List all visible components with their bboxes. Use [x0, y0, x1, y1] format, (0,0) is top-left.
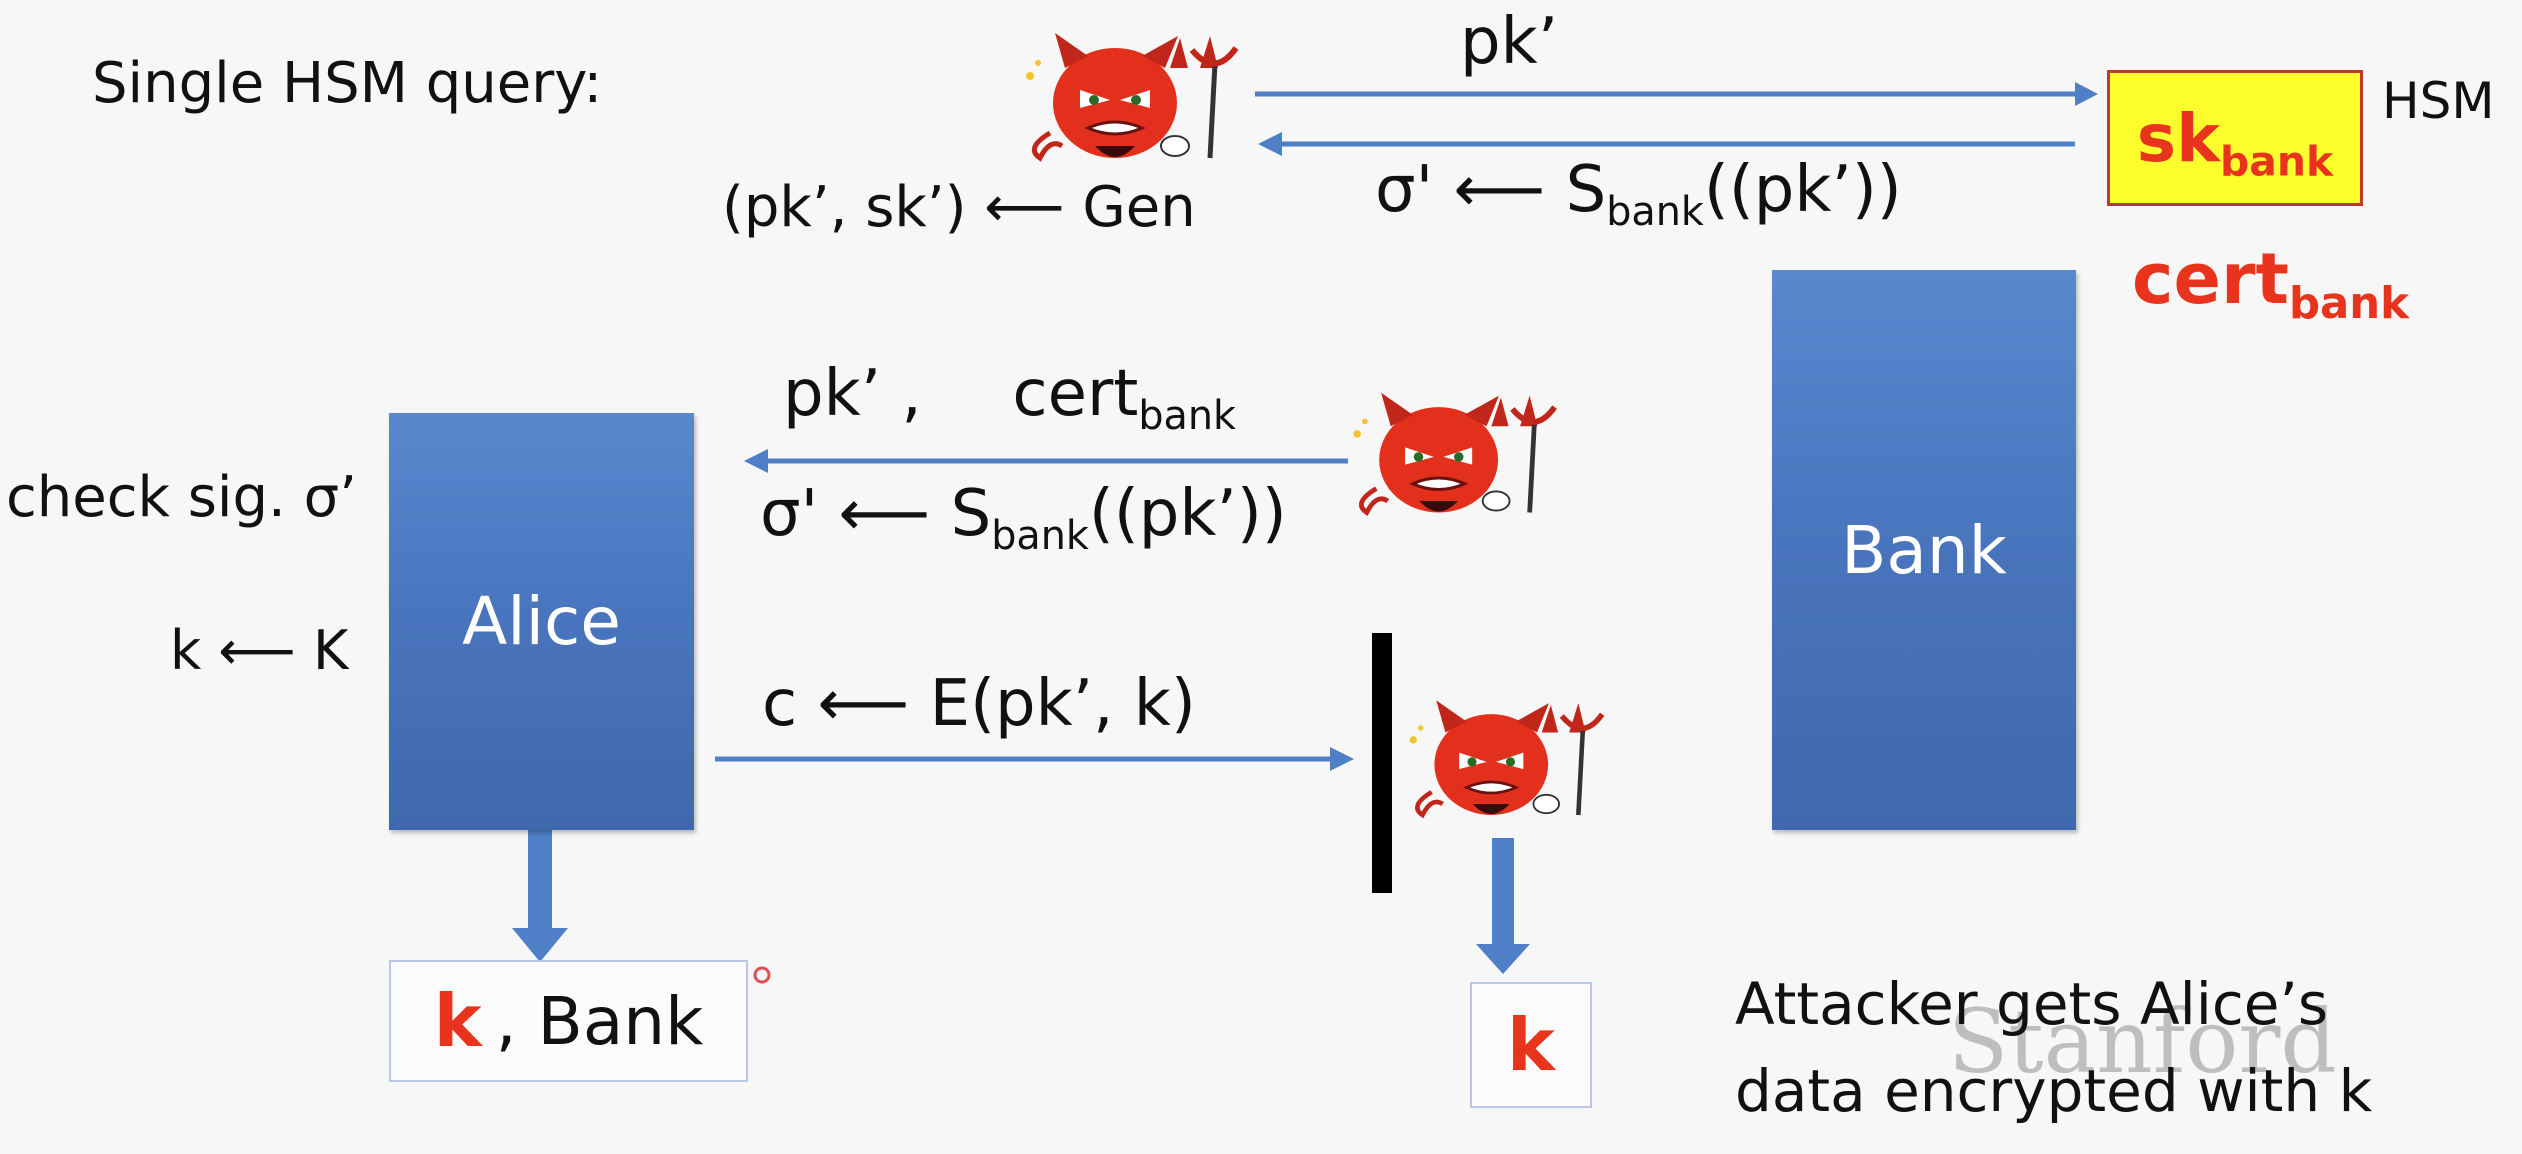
cert-sub: bank	[2288, 279, 2410, 330]
cert-bank-label: certbank	[2132, 244, 2409, 326]
fwd-cert-sub: bank	[1138, 392, 1236, 439]
sig-suffix: ((pk’))	[1703, 153, 1902, 227]
fwd-cert: cert	[1012, 357, 1139, 431]
bank-box-label: Bank	[1841, 511, 2007, 589]
keygen-label: (pk’, sk’) ⟵ Gen	[722, 175, 1196, 240]
attacker-output-k: k	[1507, 1003, 1555, 1087]
slide-title: Single HSM query:	[92, 51, 603, 116]
hsm-signature-label: σ' ⟵ Sbank((pk’))	[1375, 158, 1902, 232]
devil-icon	[1353, 392, 1557, 517]
alice-output-rest: , Bank	[495, 982, 704, 1060]
alice-output-box: k , Bank	[389, 960, 748, 1082]
hsm-key-sub: bank	[2219, 136, 2334, 185]
fwd-sig-suffix: ((pk’))	[1088, 477, 1287, 551]
fwd-pk: pk’ ,	[783, 357, 922, 431]
alice-box-label: Alice	[462, 583, 621, 660]
intercept-bar	[1372, 633, 1392, 893]
bank-box: Bank	[1772, 270, 2076, 830]
hsm-label: HSM	[2382, 72, 2495, 130]
cert-main: cert	[2132, 238, 2289, 320]
sig-sub: bank	[1606, 188, 1704, 235]
forwarded-signature: σ' ⟵ Sbank((pk’))	[760, 482, 1287, 556]
forwarded-pk-cert: pk’ , certbank	[783, 362, 1236, 436]
devil-icon	[1409, 700, 1605, 819]
conclusion-line-2: data encrypted with k	[1735, 1057, 2373, 1125]
alice-down-arrow	[528, 830, 552, 930]
hsm-key-box: skbank	[2107, 70, 2363, 206]
fwd-sig-prefix: σ' ⟵ S	[760, 477, 992, 551]
conclusion-line-1: Attacker gets Alice’s	[1735, 970, 2329, 1038]
alice-box: Alice	[389, 413, 694, 830]
stanford-watermark: Stanford	[1948, 990, 2337, 1093]
pk-prime-label: pk’	[1460, 5, 1559, 79]
hsm-key-main: sk	[2136, 99, 2220, 177]
check-sig-note: check sig. σ’	[6, 465, 357, 530]
devil-icon	[1026, 33, 1239, 162]
attacker-down-arrow	[1492, 838, 1514, 948]
alice-output-k: k	[433, 979, 482, 1063]
sig-prefix: σ' ⟵ S	[1375, 153, 1607, 227]
attacker-output-box: k	[1470, 982, 1592, 1108]
ciphertext-label: c ⟵ E(pk’, k)	[762, 667, 1196, 741]
fwd-sig-sub: bank	[991, 512, 1089, 559]
k-gen-note: k ⟵ K	[170, 619, 349, 682]
